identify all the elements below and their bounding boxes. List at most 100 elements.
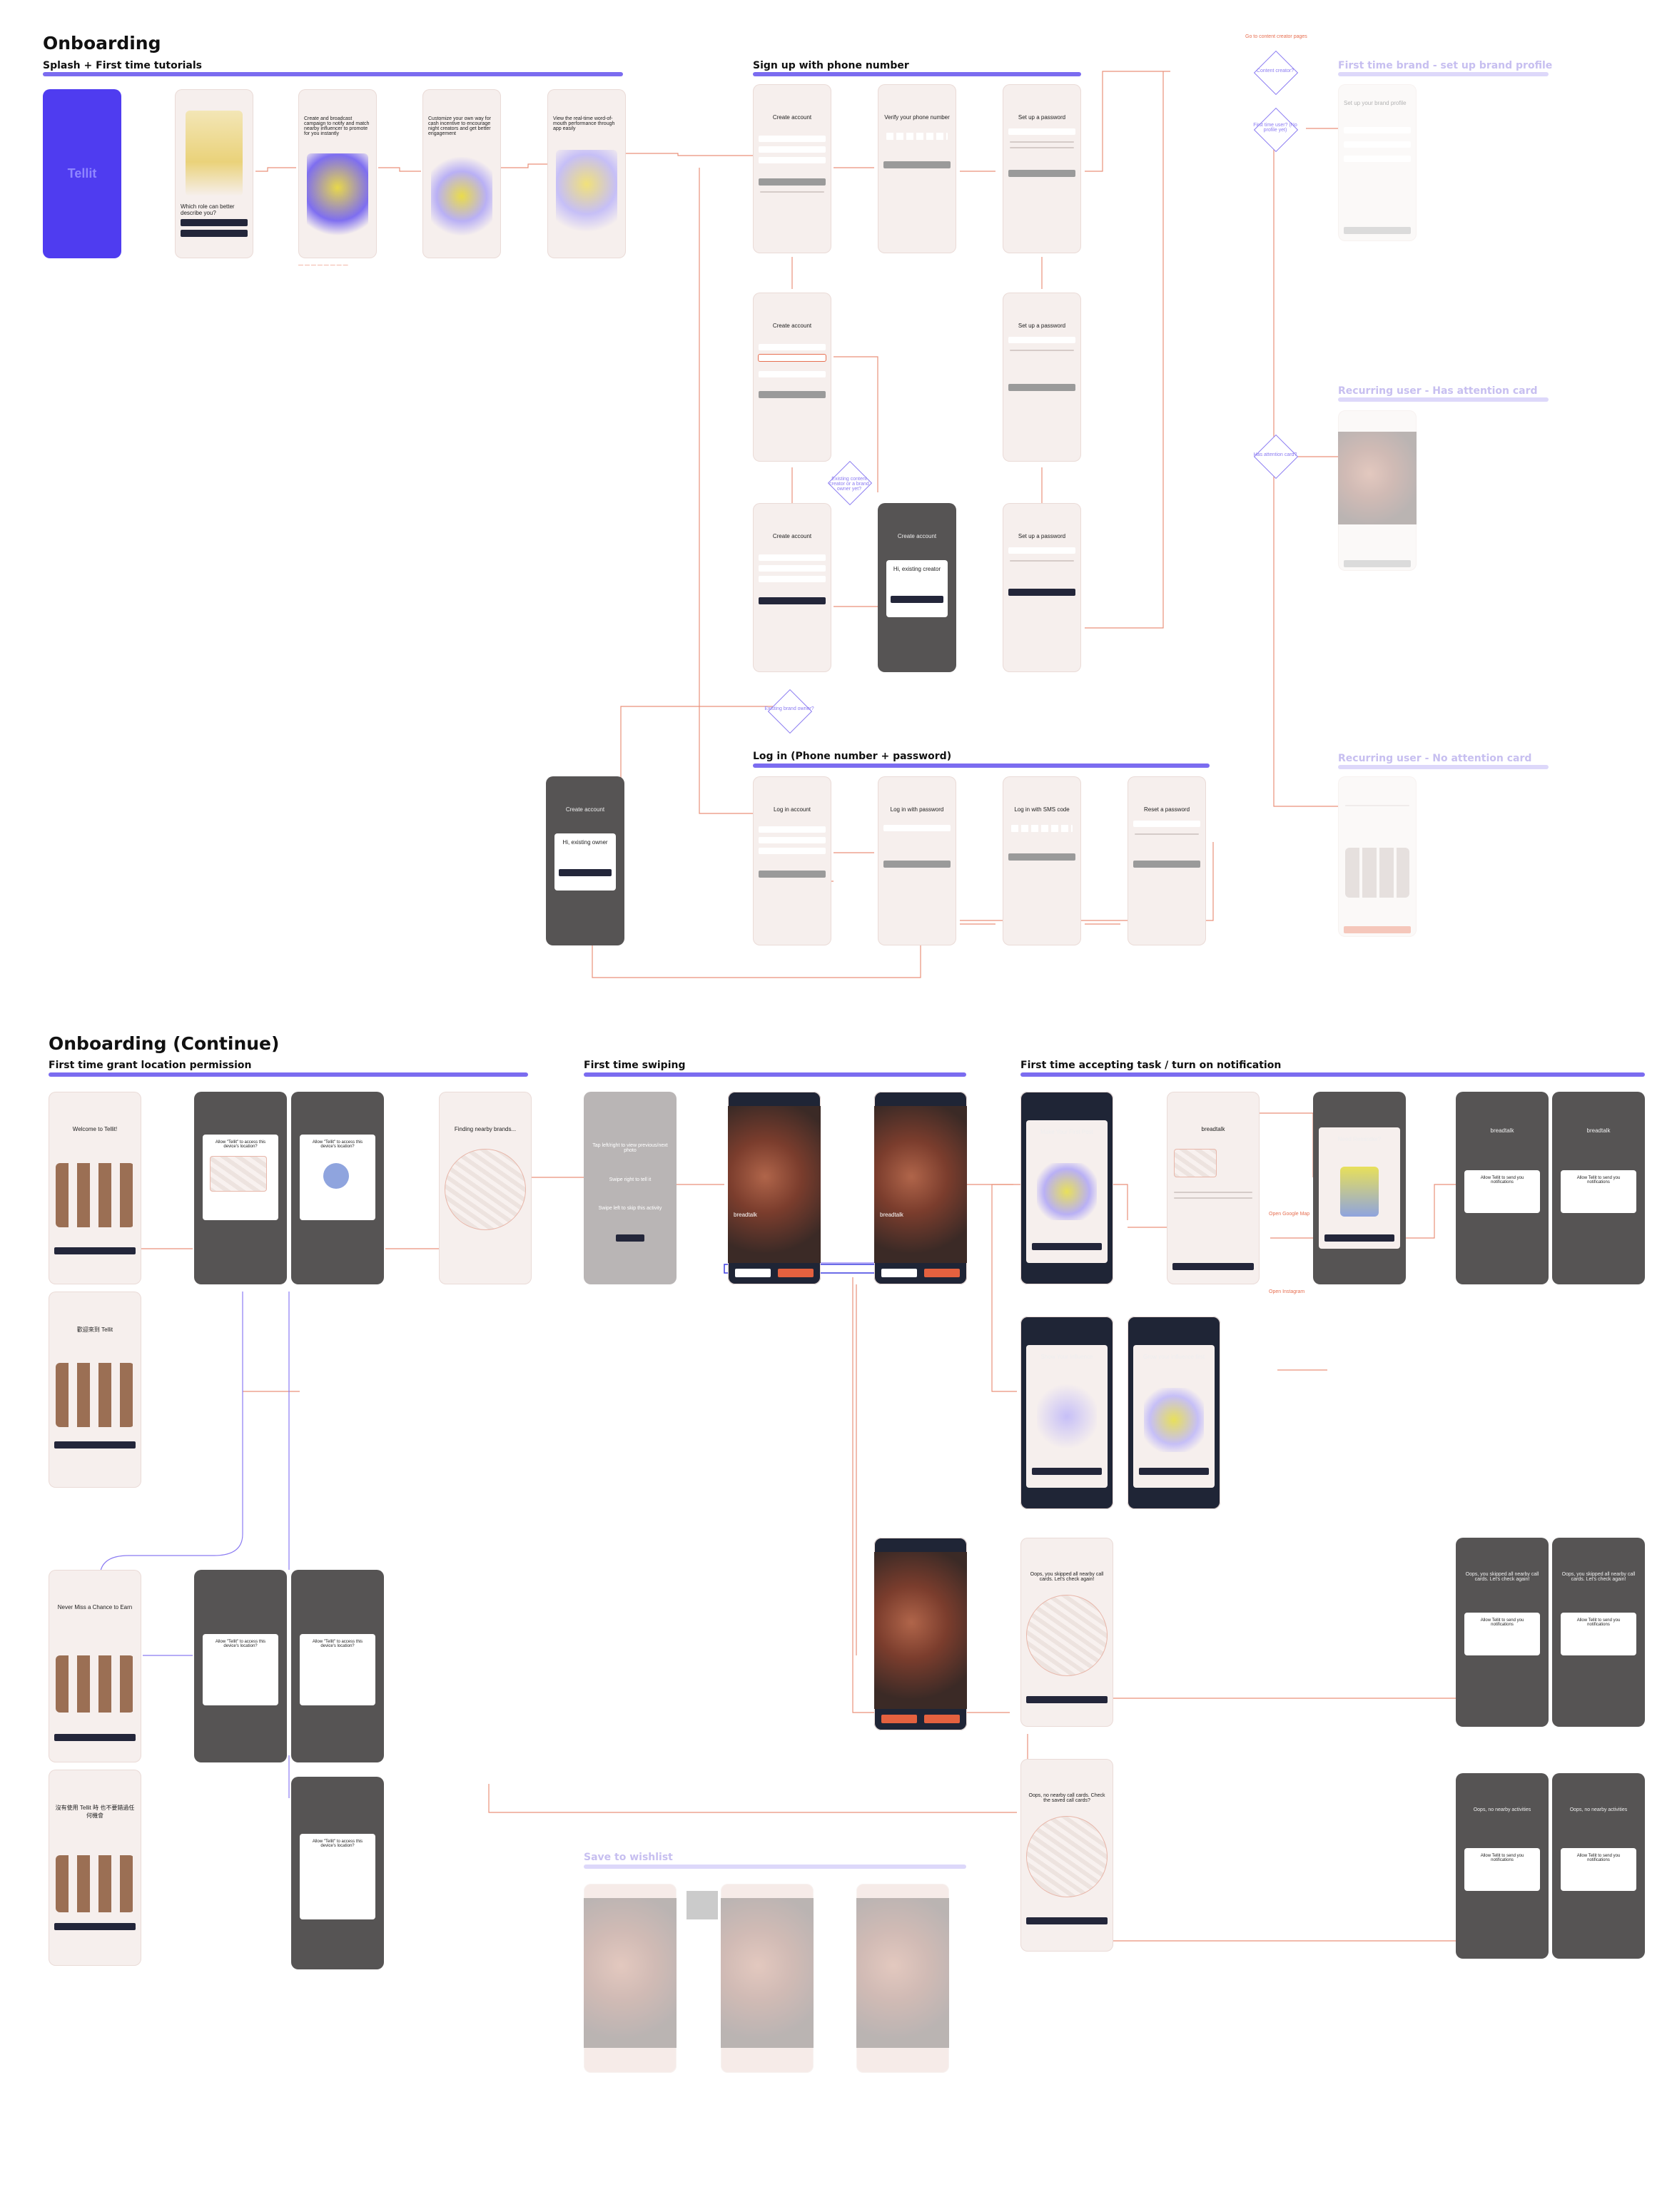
phone-field[interactable] (759, 355, 826, 361)
reset-password-screen: Reset a password (1128, 776, 1206, 945)
tell-it-button[interactable] (924, 1715, 960, 1723)
precise-location-icon (323, 1163, 349, 1189)
decision-content-creator: Content creator? (1256, 69, 1295, 73)
notification-dialog: Allow Tellit to send you notifications (1464, 1848, 1540, 1891)
no-activities-notification-screen: Oops, no nearby activities Allow Tellit … (1552, 1773, 1645, 1959)
subsection-bar (1338, 765, 1549, 769)
screen-title: Grow your influence first (1143, 1354, 1205, 1360)
role-select[interactable] (759, 157, 826, 163)
login-button[interactable] (891, 596, 943, 603)
create-account-screen: Create account (753, 84, 831, 253)
connect-instagram-button[interactable] (1032, 1468, 1102, 1475)
role-button[interactable] (181, 219, 248, 226)
notification-dialog: Allow Tellit to send you notifications (1464, 1170, 1540, 1213)
reconsider-button[interactable] (1026, 1696, 1108, 1703)
show-influence-screen: Show Your Influence (1020, 1316, 1113, 1509)
phone-field[interactable] (759, 146, 826, 153)
screen-title: Oops, no nearby activities (1569, 1807, 1628, 1812)
password-rules (1010, 350, 1074, 351)
store-illustration (56, 1163, 134, 1227)
screen-title: Create account (897, 533, 937, 539)
dialog-title: Allow Tellit to send you notifications (1576, 1176, 1621, 1184)
allow-location-dialog: Allow "Tellit" to access this device's l… (203, 1135, 278, 1220)
role-button[interactable] (181, 230, 248, 237)
decision-first-time: First time user? (No profile yet) (1253, 123, 1297, 133)
country-select[interactable] (759, 344, 826, 350)
login-button[interactable] (559, 869, 612, 876)
subsection-bar (753, 72, 1081, 76)
allow-always-button[interactable] (54, 1923, 136, 1930)
allow-always-button[interactable] (54, 1734, 136, 1741)
flow-note: — — — — — — — — (298, 263, 348, 268)
login-button[interactable] (759, 871, 826, 878)
allow-location-dialog: Allow "Tellit" to access this device's l… (300, 1634, 375, 1705)
accept-button[interactable] (1172, 1263, 1254, 1270)
set-password-button[interactable] (1008, 170, 1075, 177)
allow-location-button[interactable] (54, 1441, 136, 1449)
otp-boxes[interactable] (886, 133, 948, 140)
login-sms-screen: Log in with SMS code (1003, 776, 1081, 945)
verify-button[interactable] (1008, 853, 1075, 861)
more-tips-button[interactable] (1139, 1468, 1209, 1475)
skip-button[interactable] (735, 1269, 771, 1277)
signup-button[interactable] (759, 391, 826, 398)
password-field[interactable] (1008, 547, 1075, 554)
set-password-button[interactable] (1008, 384, 1075, 391)
tell-it-button[interactable] (924, 1269, 960, 1277)
country-select[interactable] (759, 136, 826, 142)
brand-category-field[interactable] (1344, 156, 1411, 162)
first-post-card: Make Your First Post (1026, 1120, 1108, 1263)
brand-name-field[interactable] (1344, 127, 1411, 133)
skipped-all-notification-screen: Oops, you skipped all nearby call cards.… (1552, 1538, 1645, 1727)
country-select[interactable] (759, 554, 826, 561)
password-field[interactable] (1133, 821, 1200, 827)
subsection-bar (1020, 1072, 1645, 1077)
password-field[interactable] (883, 825, 951, 831)
dialog-title: Allow "Tellit" to access this device's l… (312, 1140, 363, 1149)
welcome-screen-zh: 歡迎來到 Tellit (49, 1292, 141, 1488)
subsection-grant-location: First time grant location permission (49, 1060, 252, 1071)
brand-address-field[interactable] (1344, 141, 1411, 148)
password-field[interactable] (1008, 337, 1075, 343)
note-open-instagram: Open Instagram (1269, 1289, 1305, 1294)
country-select[interactable] (759, 826, 826, 833)
login-button[interactable] (883, 861, 951, 868)
dialog-title: Allow Tellit to send you notifications (1480, 1176, 1524, 1184)
signup-button[interactable] (759, 178, 826, 186)
subsection-wishlist: Save to wishlist (584, 1852, 673, 1863)
password-field[interactable] (1008, 128, 1075, 135)
cash-illustration (431, 157, 492, 235)
subsection-recurring-attention: Recurring user - Has attention card (1338, 385, 1538, 397)
action-button[interactable] (1344, 926, 1411, 933)
tell-it-button[interactable] (778, 1269, 814, 1277)
phone-field[interactable] (759, 837, 826, 843)
otp-boxes[interactable] (1011, 825, 1073, 832)
action-button[interactable] (1344, 560, 1411, 567)
got-it-button[interactable] (616, 1234, 644, 1242)
verify-button[interactable] (883, 161, 951, 168)
skip-button[interactable] (881, 1269, 917, 1277)
allow-location-button[interactable] (54, 1247, 136, 1254)
role-select[interactable] (759, 848, 826, 854)
reset-button[interactable] (1133, 861, 1200, 868)
role-select[interactable] (759, 371, 826, 377)
save-profile-button[interactable] (1344, 227, 1411, 234)
brand-profile-screen: Set up your brand profile (1338, 84, 1417, 241)
phone-field[interactable] (759, 565, 826, 572)
existing-owner-dialog: Hi, existing owner (554, 833, 616, 891)
post-button[interactable] (1032, 1243, 1102, 1250)
subsection-login: Log in (Phone number + password) (753, 751, 952, 762)
role-select[interactable] (759, 576, 826, 582)
screen-title: Create account (565, 806, 605, 813)
subsection-recurring-no-attention: Recurring user - No attention card (1338, 753, 1532, 764)
skip-button[interactable] (881, 1715, 917, 1723)
saved-cards-button[interactable] (1026, 1917, 1108, 1924)
store-illustration (56, 1855, 134, 1912)
set-password-button[interactable] (1008, 589, 1075, 596)
signup-button[interactable] (759, 597, 826, 604)
role-illustration (186, 111, 243, 196)
welcome-screen: Welcome to Tellit! (49, 1092, 141, 1284)
skipped-all-notification-screen: Oops, you skipped all nearby call cards.… (1456, 1538, 1549, 1727)
turn-on-notification-button[interactable] (1324, 1234, 1394, 1242)
tutorial-tap: Tap left/right to view previous/next pho… (592, 1143, 668, 1153)
